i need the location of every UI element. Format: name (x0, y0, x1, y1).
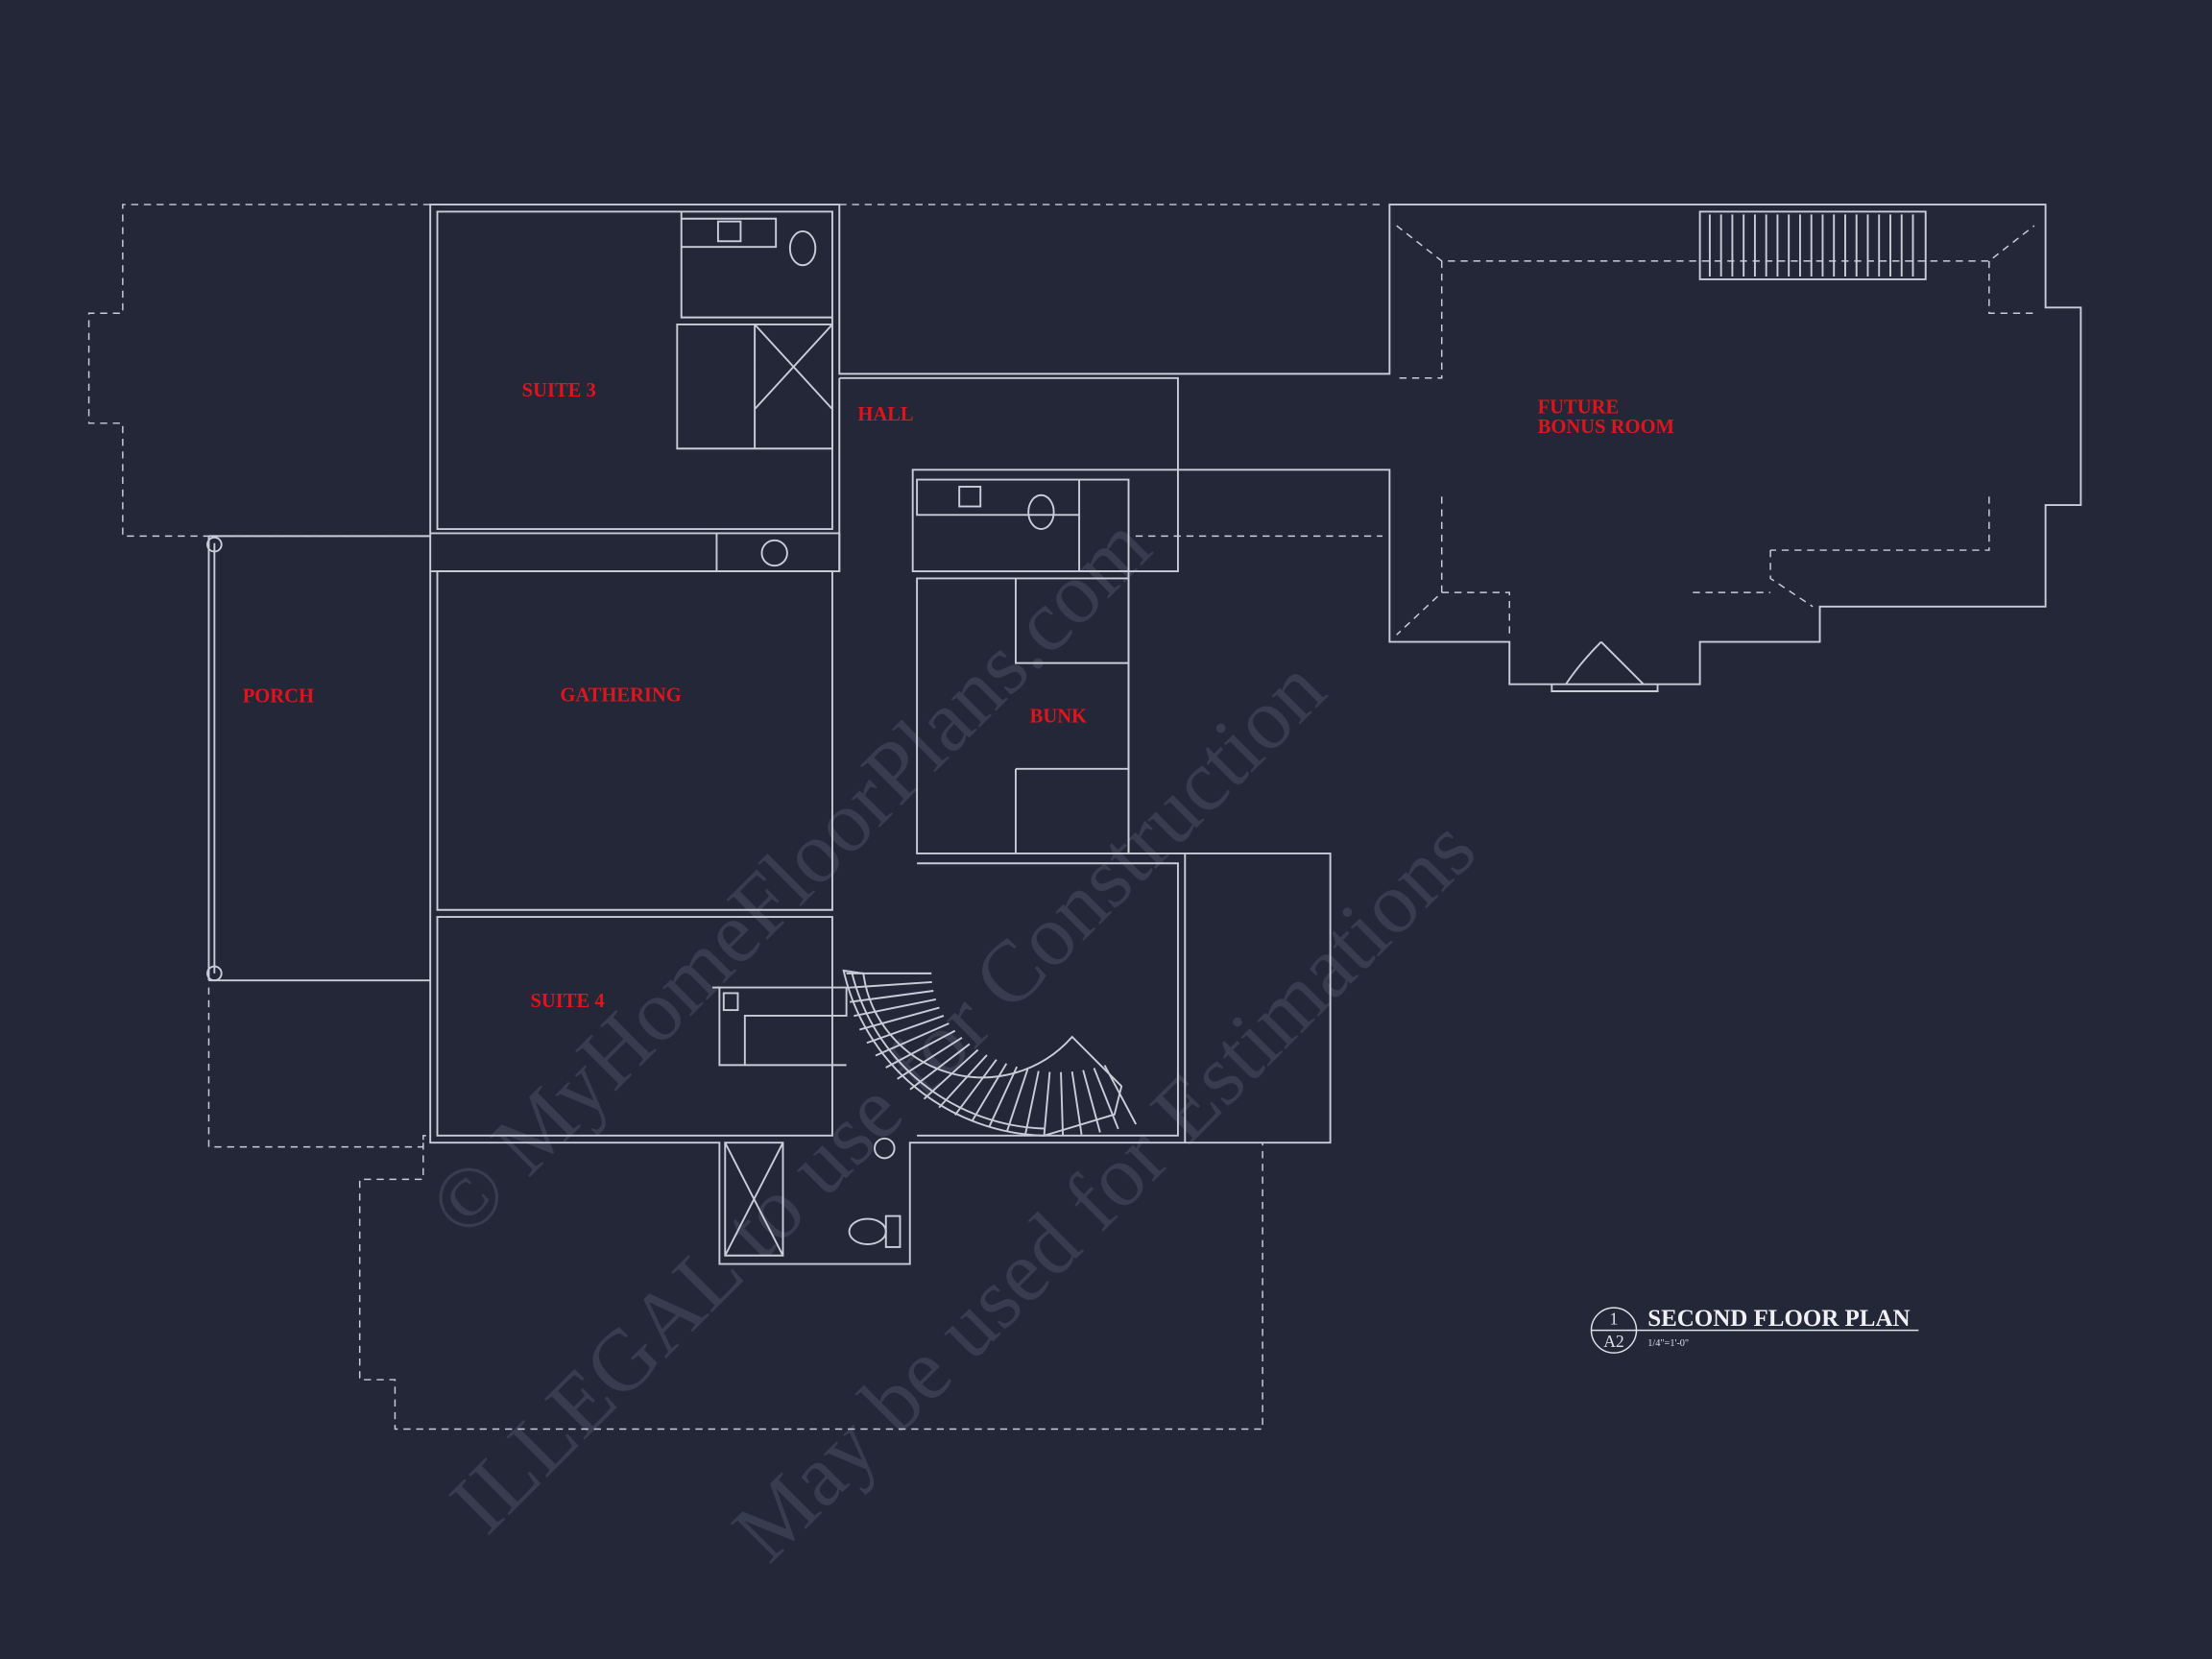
room-label-future: FUTURE (1538, 397, 1620, 419)
stair-tread (1043, 1071, 1051, 1136)
stair-tread (849, 990, 934, 1003)
stair-tread (1060, 1071, 1065, 1136)
stair-tread (875, 1022, 950, 1057)
stair-tread (938, 1054, 988, 1109)
stair-tread (847, 981, 932, 989)
stair-tread (885, 1029, 956, 1069)
walls (206, 204, 2082, 1265)
room-label-suite-3: SUITE 3 (522, 380, 596, 401)
stair-tread (953, 1059, 998, 1117)
stair-tread (1082, 1070, 1101, 1133)
stairs (842, 969, 1123, 1137)
title-block: 1 A2 SECOND FLOOR PLAN 1/4"=1'-0" (1590, 1306, 1919, 1354)
stair-tread (859, 1006, 940, 1031)
stair-tread (909, 1043, 971, 1091)
room-label-suite-4: SUITE 4 (530, 991, 604, 1012)
plan-scale: 1/4"=1'-0" (1647, 1338, 1689, 1349)
room-label-bonus-room: BONUS ROOM (1538, 417, 1674, 438)
straight-stair (846, 214, 1914, 1136)
stair-tread (988, 1066, 1019, 1128)
sheet-number: A2 (1603, 1332, 1624, 1351)
drawing-number: 1 (1610, 1310, 1619, 1329)
roof-outline (87, 204, 2035, 1431)
stair-tread (1103, 1065, 1138, 1125)
plan-title: SECOND FLOOR PLAN (1647, 1306, 1910, 1332)
stair-tread (866, 1015, 945, 1045)
stair-tread (1093, 1068, 1119, 1130)
stair-tread (971, 1063, 1008, 1122)
stair-tread (1006, 1069, 1029, 1132)
room-label-porch: PORCH (243, 686, 314, 708)
room-label-hall: HALL (857, 404, 913, 425)
stair-tread (1070, 1070, 1083, 1135)
stair-tread (897, 1036, 963, 1080)
room-label-bunk: BUNK (1030, 706, 1087, 727)
stair-tread (854, 998, 937, 1018)
stair-tread (923, 1048, 979, 1100)
stair-tread (1024, 1070, 1040, 1135)
room-label-gathering: GATHERING (560, 685, 681, 706)
